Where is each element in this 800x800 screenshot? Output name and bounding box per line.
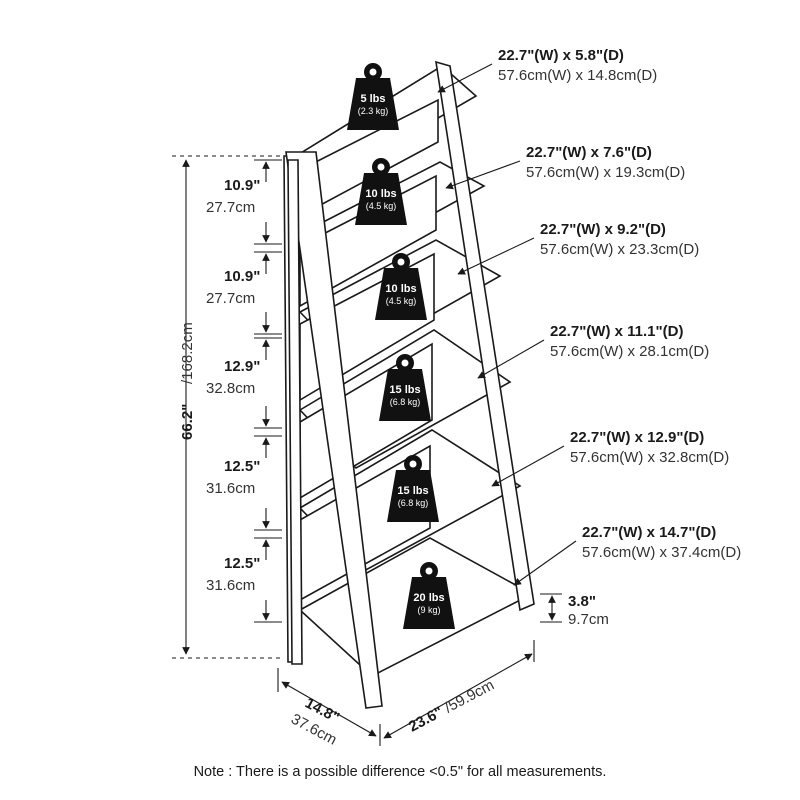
gap-imperial: 12.5" [224, 458, 260, 475]
shelf-leader-arrow [491, 445, 565, 487]
gap-dimension: 12.5" 31.6cm [206, 435, 282, 531]
weight-icons: 5 lbs(2.3 kg)10 lbs(4.5 kg)10 lbs(4.5 kg… [347, 63, 455, 629]
shelf-leader-arrow [477, 339, 545, 379]
weight-icon: 10 lbs(4.5 kg) [375, 253, 427, 320]
clearance-metric: 9.7cm [568, 611, 609, 628]
base-width-imperial: 23.6" [406, 703, 446, 735]
shelf-gap-dimensions: 10.9" 27.7cm 10.9" 27.7cm 12.9" 32.8cm 12.5" 31… [206, 159, 282, 623]
weight-icon: 15 lbs(6.8 kg) [379, 354, 431, 421]
weight-metric: (4.5 kg) [386, 296, 417, 306]
shelf-leader-arrow [457, 237, 535, 275]
weight-metric: (4.5 kg) [366, 201, 397, 211]
weight-icon: 20 lbs(9 kg) [403, 562, 455, 629]
left-upright [287, 159, 303, 665]
weight-value: 10 lbs [365, 188, 396, 200]
gap-dimension: 10.9" 27.7cm [206, 251, 282, 335]
weight-value: 10 lbs [385, 283, 416, 295]
shelf-leader-arrow [437, 63, 493, 93]
gap-imperial: 10.9" [224, 177, 260, 194]
weight-icon: 15 lbs(6.8 kg) [387, 455, 439, 522]
front-left-leg [285, 151, 383, 709]
weight-icon: 10 lbs(4.5 kg) [355, 158, 407, 225]
shelf-leader-lines [437, 63, 577, 586]
shelf-size-imperial: 22.7"(W) x 11.1"(D) [550, 323, 683, 340]
shelf-size-metric: 57.6cm(W) x 37.4cm(D) [582, 544, 741, 561]
measurement-note: Note : There is a possible difference <0… [193, 764, 607, 780]
shelf-size-metric: 57.6cm(W) x 28.1cm(D) [550, 343, 709, 360]
shelf-size-metric: 57.6cm(W) x 14.8cm(D) [498, 67, 657, 84]
total-height-metric: /168.2cm [179, 322, 196, 384]
weight-value: 15 lbs [389, 384, 420, 396]
shelf-size-imperial: 22.7"(W) x 7.6"(D) [526, 144, 652, 161]
total-height-imperial: 66.2" [179, 404, 196, 440]
shelf-size-imperial: 22.7"(W) x 5.8"(D) [498, 47, 624, 64]
shelf-size-metric: 57.6cm(W) x 23.3cm(D) [540, 241, 699, 258]
shelf-dimension-labels: 22.7"(W) x 5.8"(D) 57.6cm(W) x 14.8cm(D) 2… [498, 47, 741, 561]
weight-value: 15 lbs [397, 485, 428, 497]
gap-dimension: 12.5" 31.6cm [206, 537, 282, 623]
shelf-leader-arrow [513, 540, 577, 586]
gap-metric: 27.7cm [206, 199, 255, 216]
weight-icon: 5 lbs(2.3 kg) [347, 63, 399, 130]
gap-imperial: 12.5" [224, 555, 260, 572]
weight-metric: (9 kg) [417, 605, 440, 615]
shelf-size-metric: 57.6cm(W) x 19.3cm(D) [526, 164, 685, 181]
gap-metric: 32.8cm [206, 380, 255, 397]
weight-metric: (6.8 kg) [390, 397, 421, 407]
gap-metric: 31.6cm [206, 480, 255, 497]
clearance-imperial: 3.8" [568, 593, 596, 610]
total-height-dimension: 66.2" /168.2cm [172, 155, 284, 659]
gap-metric: 27.7cm [206, 290, 255, 307]
weight-metric: (2.3 kg) [358, 106, 389, 116]
weight-value: 5 lbs [360, 93, 385, 105]
gap-metric: 31.6cm [206, 577, 255, 594]
front-right-leg [435, 60, 535, 612]
gap-dimension: 10.9" 27.7cm [206, 159, 282, 245]
gap-dimension: 12.9" 32.8cm [206, 337, 282, 429]
bottom-clearance-dimension: 3.8" 9.7cm [540, 593, 609, 628]
shelf-size-metric: 57.6cm(W) x 32.8cm(D) [570, 449, 729, 466]
shelf-size-imperial: 22.7"(W) x 12.9"(D) [570, 429, 704, 446]
gap-imperial: 10.9" [224, 268, 260, 285]
shelf-leader-arrow [445, 160, 521, 190]
weight-value: 20 lbs [413, 592, 444, 604]
shelf-size-imperial: 22.7"(W) x 9.2"(D) [540, 221, 666, 238]
weight-metric: (6.8 kg) [398, 498, 429, 508]
shelf-size-imperial: 22.7"(W) x 14.7"(D) [582, 524, 716, 541]
gap-imperial: 12.9" [224, 358, 260, 375]
base-width-metric: /59.9cm [442, 676, 497, 716]
